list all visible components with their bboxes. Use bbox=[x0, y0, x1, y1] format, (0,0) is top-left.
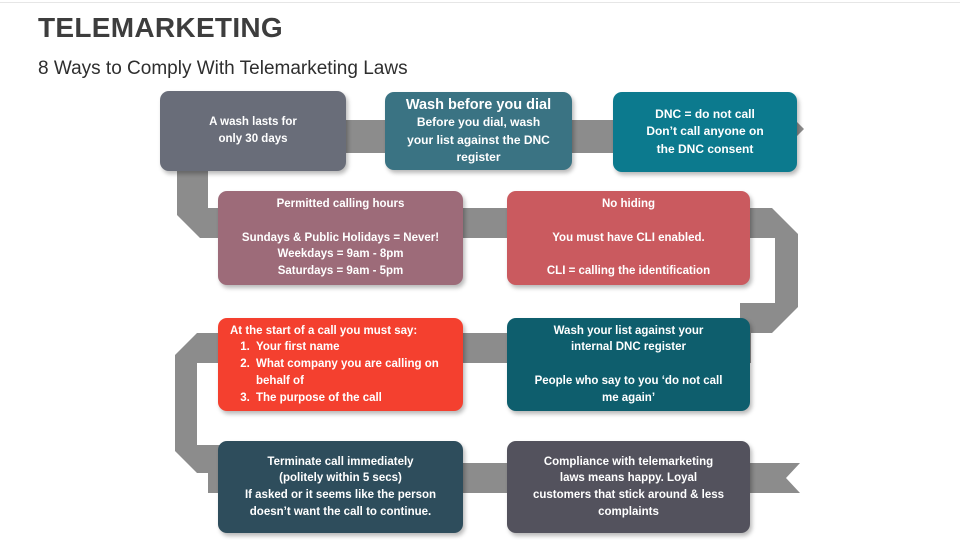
box-text: No hiding You must have CLI enabled. CLI… bbox=[546, 198, 711, 277]
flow-box-terminate-call: Terminate call immediately (politely wit… bbox=[218, 441, 463, 533]
flow-box-compliance-benefits: Compliance with telemarketing laws means… bbox=[507, 441, 750, 533]
connector-uturn-right bbox=[740, 208, 798, 333]
connector-uturn-left bbox=[175, 333, 230, 473]
flow-box-no-hiding: No hiding You must have CLI enabled. CLI… bbox=[507, 191, 750, 285]
flow-box-dnc-definition: DNC = do not call Don’t call anyone on t… bbox=[613, 92, 797, 172]
box-text: Compliance with telemarketing laws means… bbox=[532, 455, 725, 518]
box-text: Wash your list against your internal DNC… bbox=[534, 324, 723, 404]
flow-box-internal-dnc-wash: Wash your list against your internal DNC… bbox=[507, 318, 750, 411]
slide-subtitle: 8 Ways to Comply With Telemarketing Laws bbox=[38, 58, 408, 79]
box-text: Before you dial, wash your list against … bbox=[407, 115, 550, 165]
box-text: DNC = do not call Don’t call anyone on t… bbox=[646, 106, 764, 156]
script-list: Your first name What company you are cal… bbox=[230, 339, 455, 406]
slide-title: TELEMARKETING bbox=[38, 12, 284, 43]
script-item: Your first name bbox=[253, 339, 455, 356]
flow-box-permitted-hours: Permitted calling hours Sundays & Public… bbox=[218, 191, 463, 285]
flow-box-wash-before-dial: Wash before you dial Before you dial, wa… bbox=[385, 92, 572, 170]
script-item: The purpose of the call bbox=[253, 390, 455, 407]
connector-ribbon-tail bbox=[751, 463, 800, 493]
box-text: Terminate call immediately (politely wit… bbox=[244, 455, 437, 518]
box-text: Permitted calling hours Sundays & Public… bbox=[241, 198, 440, 277]
slide-top-border bbox=[0, 2, 960, 3]
box-heading: Wash before you dial bbox=[405, 96, 552, 113]
flow-box-call-opening-script: At the start of a call you must say: You… bbox=[218, 318, 463, 411]
flow-box-wash-duration: A wash lasts for only 30 days bbox=[160, 91, 346, 171]
script-intro: At the start of a call you must say: bbox=[230, 324, 418, 337]
script-item: What company you are calling on behalf o… bbox=[253, 356, 455, 389]
box-text: A wash lasts for only 30 days bbox=[209, 116, 297, 145]
